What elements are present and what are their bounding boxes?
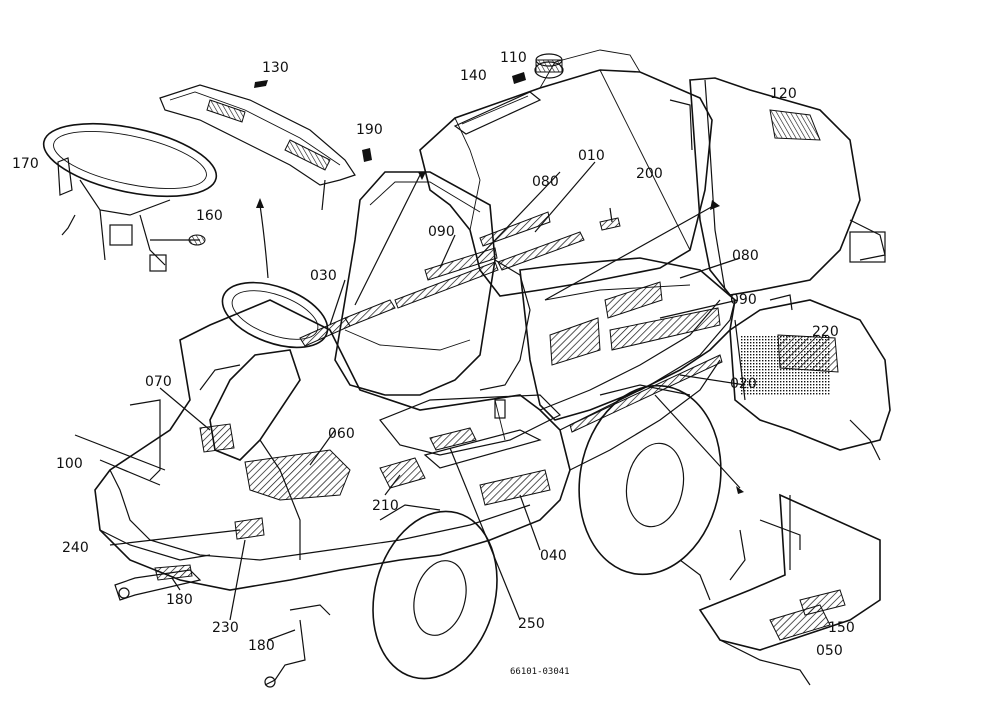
seat [334, 171, 531, 396]
callout-010: 010 [578, 148, 605, 164]
callout-070: 070 [145, 374, 172, 390]
callout-210: 210 [372, 498, 399, 514]
callout-030: 030 [310, 268, 337, 284]
callout-240: 240 [62, 540, 89, 556]
callout-250: 250 [518, 616, 545, 632]
rear-panel-detail [729, 294, 891, 461]
callout-190: 190 [356, 122, 383, 138]
callout-labels: 010 020 030 040 050 060 070 080 080 090 … [12, 50, 855, 677]
steering-wheel-detail [42, 122, 218, 272]
callout-080-upper: 080 [532, 174, 559, 190]
callout-040: 040 [540, 548, 567, 564]
tractor-body [74, 49, 746, 688]
callout-090-right: 090 [730, 292, 757, 308]
callout-180-bottom: 180 [248, 638, 275, 654]
callout-200: 200 [636, 166, 663, 182]
callout-020: 020 [730, 376, 757, 392]
leader-lines [99, 161, 746, 641]
callout-060: 060 [328, 426, 355, 442]
callout-230: 230 [212, 620, 239, 636]
callout-100: 100 [56, 456, 83, 472]
decals [154, 211, 723, 581]
callout-150: 150 [828, 620, 855, 636]
callout-120: 120 [770, 86, 797, 102]
callout-110: 110 [500, 50, 527, 66]
callout-160: 160 [196, 208, 223, 224]
rear-wheel [578, 384, 722, 576]
step-detail [679, 493, 881, 686]
callout-080-right: 080 [732, 248, 759, 264]
drawing-code: 66101-03041 [510, 667, 570, 677]
callout-050: 050 [816, 643, 843, 659]
callout-130: 130 [262, 60, 289, 76]
callout-180-left: 180 [166, 592, 193, 608]
callout-140: 140 [460, 68, 487, 84]
callout-220: 220 [812, 324, 839, 340]
side-panel-detail [669, 77, 886, 296]
callout-170: 170 [12, 156, 39, 172]
front-wheel [372, 504, 498, 680]
callout-090-upper: 090 [428, 224, 455, 240]
fuel-cap [534, 53, 564, 79]
dash-panel-detail [159, 80, 372, 211]
